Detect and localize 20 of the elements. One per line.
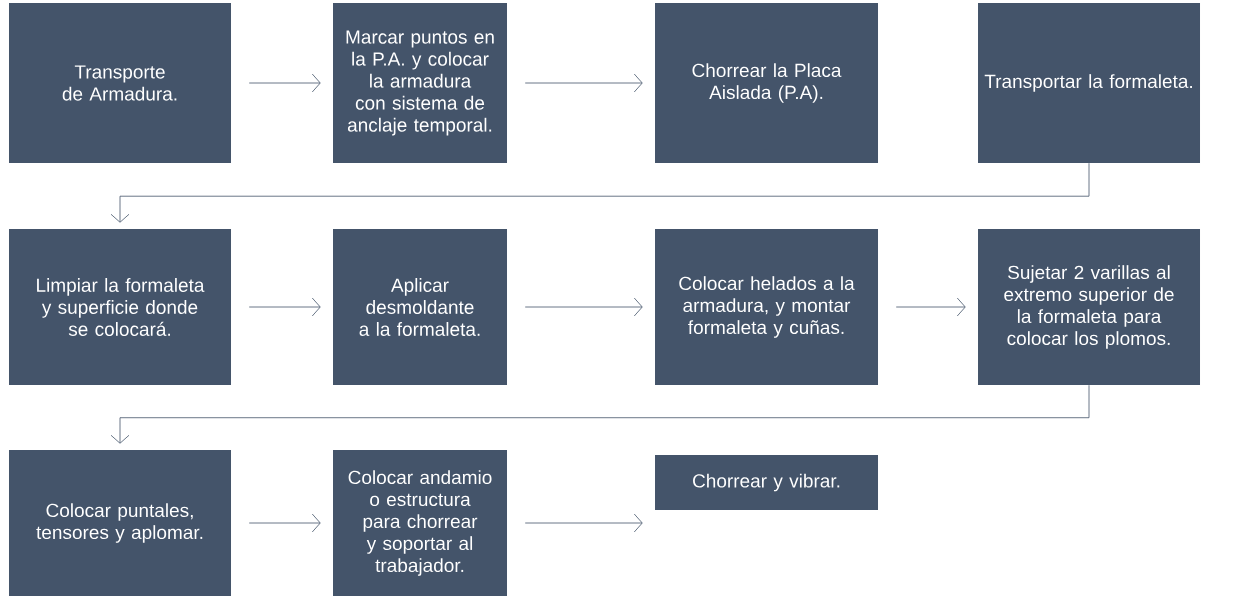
arrow bbox=[895, 297, 966, 317]
arrow bbox=[524, 73, 643, 93]
process-box: Aplicar desmoldante a la formaleta. bbox=[333, 229, 507, 385]
arrow bbox=[248, 297, 321, 317]
process-box: Transportar la formaleta. bbox=[978, 3, 1200, 163]
arrow bbox=[248, 73, 321, 93]
process-box: Chorrear la Placa Aislada (P.A). bbox=[655, 3, 878, 163]
arrow bbox=[524, 297, 643, 317]
arrow bbox=[110, 162, 1090, 223]
arrow bbox=[248, 513, 321, 533]
process-box: Colocar helados a la armadura, y montar formaleta y cuñas. bbox=[655, 229, 878, 385]
process-box: Chorrear y vibrar. bbox=[655, 455, 878, 510]
arrow bbox=[110, 384, 1090, 444]
process-box: Transporte de Armadura. bbox=[9, 3, 231, 163]
arrow bbox=[524, 513, 643, 533]
process-box: Colocar puntales, tensores y aplomar. bbox=[9, 450, 231, 596]
process-box: Limpiar la formaleta y superficie donde se colocará. bbox=[9, 229, 231, 385]
process-box: Sujetar 2 varillas al extremo superior de la formaleta para colocar los plomos. bbox=[978, 229, 1200, 385]
process-box: Marcar puntos en la P.A. y colocar la armadura con sistema de anclaje temporal. bbox=[333, 3, 507, 163]
process-box: Colocar andamio o estructura para chorrear y soportar al trabajador. bbox=[333, 450, 507, 596]
